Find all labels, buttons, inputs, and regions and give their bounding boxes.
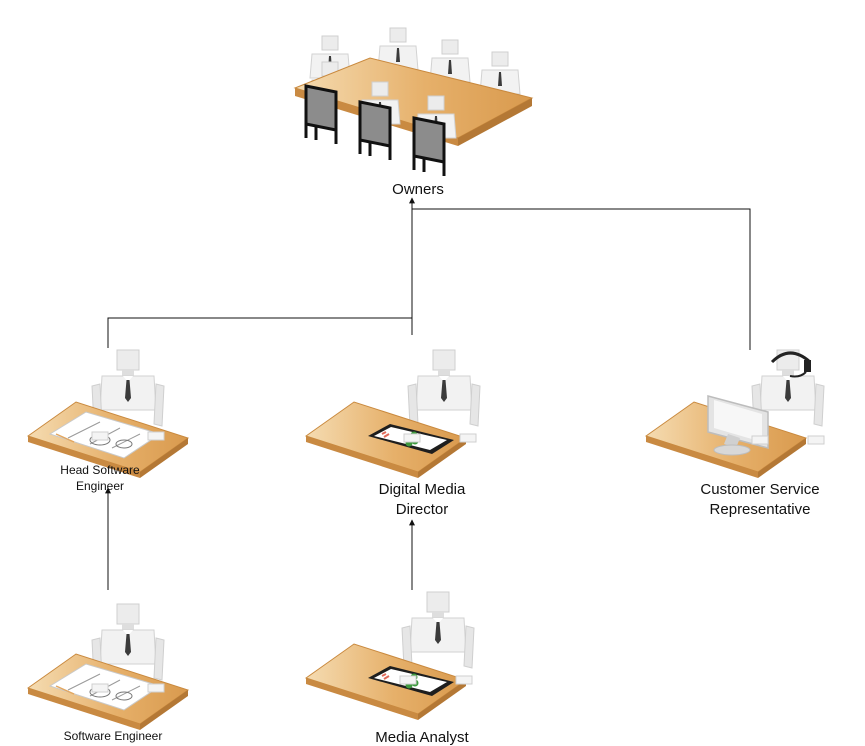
customer-service-representative-label: Customer Service Representative — [670, 480, 850, 520]
customer-service-representative-node — [645, 349, 825, 479]
conference-room-icon — [293, 27, 534, 178]
edge-head-software-engineer-to-owners — [107, 317, 412, 348]
head-software-engineer-label: Head Software Engineer — [40, 462, 160, 494]
connector-lines — [105, 197, 751, 590]
label-line: Head Software — [60, 463, 140, 477]
monitor-icon — [707, 395, 769, 456]
head-software-engineer-node — [27, 349, 189, 479]
edge-customer-service-representative-to-owners — [412, 208, 751, 350]
label-line: Digital Media — [378, 481, 466, 498]
digital-media-director-node — [305, 349, 481, 479]
headset-icon — [770, 351, 812, 378]
digital-media-director-label: Digital Media Director — [352, 480, 492, 520]
label-line: Engineer — [75, 479, 125, 493]
label-line: Representative — [709, 501, 811, 518]
media-analyst-label: Media Analyst — [375, 729, 469, 746]
owners-label: Owners — [392, 181, 444, 198]
software-engineer-node — [27, 603, 189, 731]
label-line: Director — [395, 501, 449, 518]
owners-node — [293, 27, 534, 178]
software-engineer-label: Software Engineer — [63, 729, 163, 743]
label-line: Customer Service — [700, 481, 820, 498]
media-analyst-node — [305, 591, 475, 721]
